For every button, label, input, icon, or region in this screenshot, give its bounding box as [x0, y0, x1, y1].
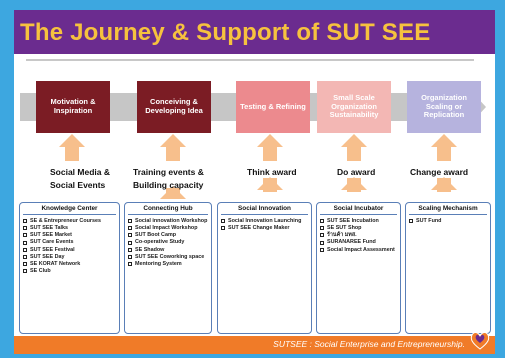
slide-title: The Journey & Support of SUT SEE: [20, 19, 431, 46]
list-item: Co-operative Study: [128, 239, 208, 246]
box-title: Social Innovation: [221, 205, 308, 215]
list-item: Social Innovation Launching: [221, 218, 308, 225]
stage-scaling: Organization Scaling or Replication: [407, 81, 481, 133]
list-item: ร้านค้า มทส.: [320, 232, 397, 239]
heart-logo-icon: [469, 329, 491, 353]
support-label-1-line1: Social Media &: [50, 167, 110, 177]
list-item: SE KORAT Network: [23, 261, 116, 268]
support-label-4-line1: Do award: [337, 167, 376, 177]
list-item: SUT SEE Talks: [23, 225, 116, 232]
scaling-mechanism-box: Scaling Mechanism SUT Fund: [405, 202, 491, 334]
divider: [26, 59, 474, 61]
stage-testing: Testing & Refining: [236, 81, 310, 133]
support-label-2-line1: Training events &: [133, 167, 204, 177]
support-label-2: Training events & Building capacity: [133, 166, 204, 192]
list-item: Social Impact Workshop: [128, 225, 208, 232]
support-label-5-line1: Change award: [410, 167, 469, 177]
list-item: SUT SEE Market: [23, 232, 116, 239]
social-incubator-box: Social Incubator SUT SEE Incubation SE S…: [316, 202, 401, 334]
list-item: SE & Entrepreneur Courses: [23, 218, 116, 225]
support-label-4: Do award: [337, 166, 375, 179]
support-label-1-line2: Social Events: [50, 179, 106, 190]
footer-text: SUTSEE : Social Enterprise and Entrepren…: [273, 339, 465, 349]
list-item: SE Shadow: [128, 247, 208, 254]
list-item: SUT Boot Camp: [128, 232, 208, 239]
list-item: SUT SEE Change Maker: [221, 225, 308, 232]
list-item: SUT SEE Festival: [23, 247, 116, 254]
box-title: Scaling Mechanism: [409, 205, 487, 215]
support-label-3-line1: Think award: [247, 167, 297, 177]
list-item: SUT Fund: [409, 218, 487, 225]
list-item: Mentoring System: [128, 261, 208, 268]
list-item: Social Impact Assessment: [320, 247, 397, 254]
connecting-hub-box: Connecting Hub Social innovation Worksho…: [124, 202, 212, 334]
list-item: Social innovation Workshop: [128, 218, 208, 225]
footer-bar: SUTSEE : Social Enterprise and Entrepren…: [14, 336, 495, 354]
list-item: SE Club: [23, 268, 116, 275]
list-item: SURANAREE Fund: [320, 239, 397, 246]
support-label-1: Social Media & Social Events: [50, 166, 110, 192]
list-item: SE SUT Shop: [320, 225, 397, 232]
support-label-2-line2: Building capacity: [133, 179, 204, 190]
support-label-3: Think award: [247, 166, 297, 179]
stage-small-scale: Small Scale Organization Sustainability: [317, 81, 391, 133]
social-innovation-box: Social Innovation Social Innovation Laun…: [217, 202, 312, 334]
list-item: SUT SEE Day: [23, 254, 116, 261]
box-title: Social Incubator: [320, 205, 397, 215]
support-label-5: Change award: [410, 166, 468, 179]
list-item: SUT SEE Incubation: [320, 218, 397, 225]
list-item: SUT Care Events: [23, 239, 116, 246]
box-title: Knowledge Center: [23, 205, 116, 215]
slide: The Journey & Support of SUT SEE Motivat…: [14, 10, 495, 354]
knowledge-center-box: Knowledge Center SE & Entrepreneur Cours…: [19, 202, 120, 334]
box-title: Connecting Hub: [128, 205, 208, 215]
title-bar: The Journey & Support of SUT SEE: [14, 10, 495, 54]
stage-conceiving: Conceiving & Developing Idea: [137, 81, 211, 133]
list-item: SUT SEE Coworking space: [128, 254, 208, 261]
stage-motivation: Motivation & Inspiration: [36, 81, 110, 133]
